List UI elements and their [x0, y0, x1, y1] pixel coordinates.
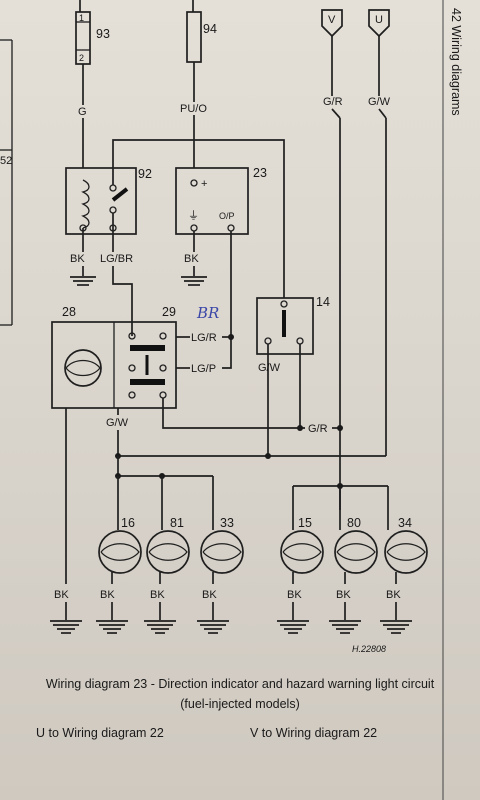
fuse-93: 1 2 93: [75, 0, 110, 65]
lamp-34-label: 34: [398, 516, 412, 530]
wire-label-g-w-top: G/W: [368, 96, 391, 108]
lamp-80-label: 80: [347, 516, 361, 530]
caption-subtitle: (fuel-injected models): [180, 697, 300, 711]
wire-label-pu-o: PU/O: [180, 103, 207, 115]
wire-g-r-bend: [331, 108, 341, 119]
lamp-81-bulb-icon: [146, 530, 190, 574]
connector-u: U: [368, 9, 390, 38]
flasher-relay-92-label: 92: [138, 167, 152, 181]
fuse-94: 94: [186, 0, 217, 63]
connector-v-label: V: [328, 14, 336, 26]
junction-g-r-mid: [337, 425, 343, 431]
caption-title: Wiring diagram 23 - Direction indicator …: [45, 677, 435, 691]
svg-text:BK: BK: [287, 589, 302, 601]
fuse-93-pin-2: 2: [79, 53, 84, 63]
fuse-94-label: 94: [203, 22, 217, 36]
page-title: 42 Wiring diagrams: [449, 8, 463, 116]
indicator-switch-28-29: 28 29: [51, 305, 177, 409]
relay-coil-icon: [81, 179, 90, 229]
wire-label-bk-left: BK: [54, 589, 69, 601]
wire-g-w-bend: [378, 108, 387, 119]
wire-to-hazard-switch: [112, 139, 285, 298]
connector-u-label: U: [375, 14, 383, 26]
indicator-switch-29-label: 29: [162, 305, 176, 319]
lamp-81: 81 BK: [146, 516, 190, 601]
svg-text:BK: BK: [386, 589, 401, 601]
svg-text:+: +: [201, 178, 207, 190]
wire-lg-br: [112, 266, 133, 336]
lamp-16: 16 BK: [98, 516, 142, 601]
cross-reference-v: V to Wiring diagram 22: [250, 726, 378, 740]
svg-text:⏚: ⏚: [188, 209, 199, 222]
wire-label-g-r-mid: G/R: [308, 423, 328, 435]
lamp-34-bulb-icon: [384, 530, 428, 574]
relay-contact-icon: [111, 187, 129, 202]
handwritten-note: BR: [196, 304, 219, 322]
wire-label-g: G: [78, 106, 87, 118]
indicator-switch-28-label: 28: [62, 305, 76, 319]
lamp-33-label: 33: [220, 516, 234, 530]
wire-label-bk-23: BK: [184, 253, 199, 265]
hazard-switch-14-label: 14: [316, 295, 330, 309]
lamp-15-bulb-icon: [280, 530, 324, 574]
lamp-33: 33 BK: [200, 516, 244, 601]
wire-label-g-w-14: G/W: [258, 362, 281, 374]
svg-text:BK: BK: [336, 589, 351, 601]
svg-text:O/P: O/P: [219, 211, 235, 221]
lamp-grounds: [96, 602, 412, 634]
wire-label-lg-p: LG/P: [191, 363, 216, 375]
wire-label-bk-92: BK: [70, 253, 85, 265]
wire-label-g-w-28: G/W: [106, 417, 129, 429]
wire-label-g-r-top: G/R: [323, 96, 343, 108]
lamp-15-label: 15: [298, 516, 312, 530]
wire-label-lg-br: LG/BR: [100, 253, 133, 265]
flasher-relay-92: 92: [65, 167, 152, 252]
connector-v: V: [321, 9, 343, 38]
lamp-34: 34 BK: [384, 516, 428, 601]
wire-label-lg-r: LG/R: [191, 332, 217, 344]
fuse-93-label: 93: [96, 27, 110, 41]
wire-g-r-14: [299, 344, 305, 429]
hazard-relay-23-label: 23: [253, 166, 267, 180]
lamp-80-bulb-icon: [334, 530, 378, 574]
warning-lamp-icon: [64, 349, 102, 387]
ground-icon-23: [181, 276, 207, 286]
lamp-80: 80 BK: [334, 516, 378, 601]
fuse-93-pin-1: 1: [79, 13, 84, 23]
hazard-relay-23: 23 + ⏚ O/P: [175, 166, 267, 252]
junction-bus-14: [265, 453, 271, 459]
lamp-33-bulb-icon: [200, 530, 244, 574]
svg-text:BK: BK: [100, 589, 115, 601]
svg-text:BK: BK: [150, 589, 165, 601]
drawing-reference: H.22808: [352, 644, 386, 654]
svg-text:BK: BK: [202, 589, 217, 601]
ground-icon-left: [50, 620, 82, 634]
wire-g-r-29: [162, 398, 300, 429]
ground-icon-92: [70, 276, 96, 286]
lamp-81-label: 81: [170, 516, 184, 530]
cross-reference-u: U to Wiring diagram 22: [36, 726, 164, 740]
hazard-switch-14: 14: [256, 295, 330, 355]
left-fragment-label: 52: [0, 155, 12, 167]
wire-op-lg-p: [222, 231, 232, 369]
lamp-16-bulb-icon: [98, 530, 142, 574]
lamp-15: 15 BK: [280, 516, 324, 601]
lamp-16-label: 16: [121, 516, 135, 530]
